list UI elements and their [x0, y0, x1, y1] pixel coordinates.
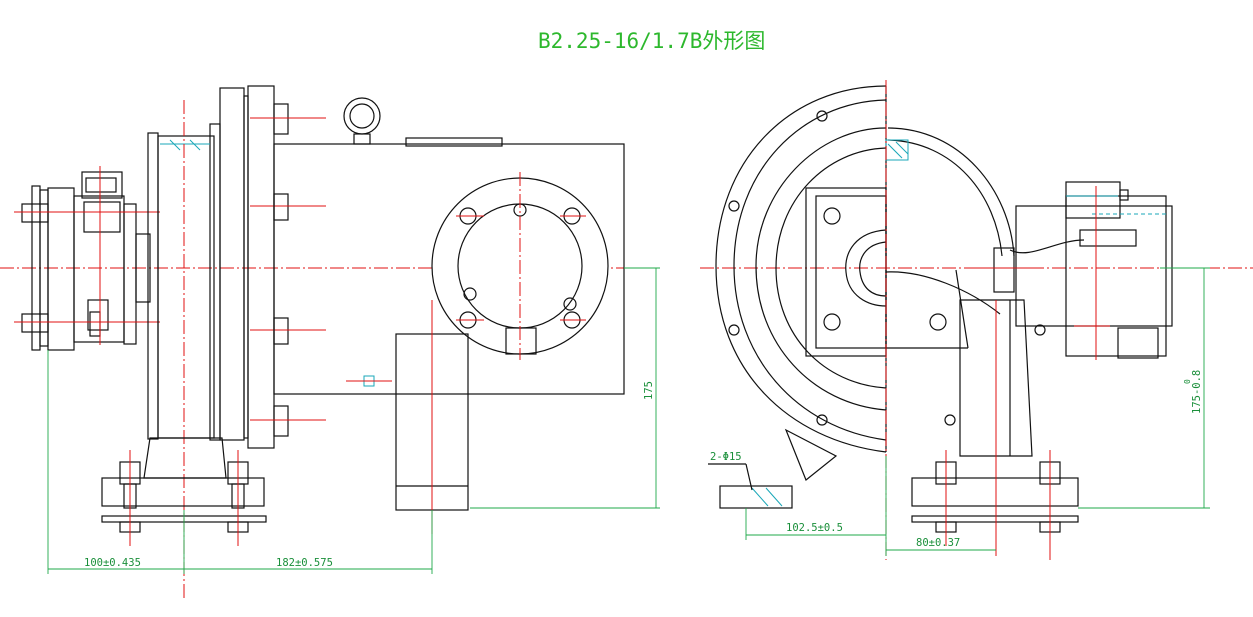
- side-view: 175 100±0.435 182±0.575: [0, 85, 660, 600]
- dim-80: 80±0.37: [916, 537, 960, 549]
- drawing-title: B2.25-16/1.7B外形图: [538, 29, 765, 53]
- dim-holes: 2-Φ15: [710, 451, 742, 463]
- dim-182: 182±0.575: [276, 557, 333, 569]
- dim-height-175-sup: 0: [1183, 379, 1192, 384]
- dim-100: 100±0.435: [84, 557, 141, 569]
- dim-height-175: 175: [643, 381, 655, 400]
- dim-height-175-tol: 175-0.8: [1191, 370, 1203, 414]
- dim-102-5: 102.5±0.5: [786, 522, 843, 534]
- front-view: 2-Φ15 175-0.8 0 102.5±0.5 80±0.37: [700, 80, 1253, 560]
